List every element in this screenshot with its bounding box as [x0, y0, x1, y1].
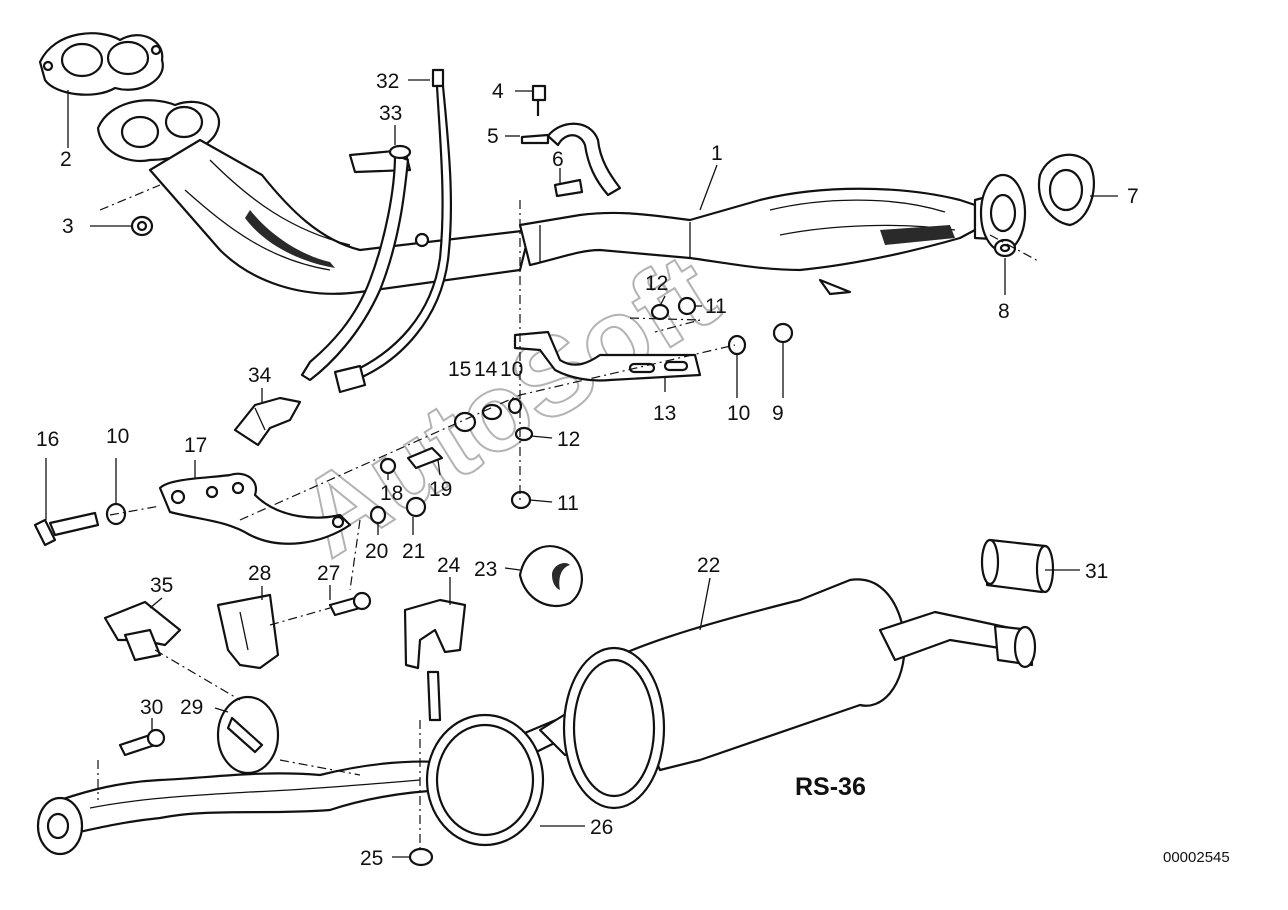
callout-33: 33: [379, 102, 402, 125]
bolt-16: [33, 502, 127, 547]
callout-20: 20: [365, 540, 388, 563]
callout-3: 3: [62, 215, 74, 238]
callout-23: 23: [474, 558, 497, 581]
callout-15: 15: [448, 358, 471, 381]
callout-11-lower: 11: [557, 492, 579, 515]
callout-26: 26: [590, 816, 613, 839]
callout-2: 2: [60, 148, 72, 171]
callout-10-left: 10: [106, 425, 129, 448]
callout-6: 6: [552, 148, 564, 171]
callout-18: 18: [380, 482, 403, 505]
callout-32: 32: [376, 70, 399, 93]
bolt-27: [328, 591, 372, 617]
callout-10-mid: 10: [500, 358, 523, 381]
assembly-lines: [97, 184, 1041, 850]
rubber-mount-23: [518, 545, 584, 608]
callout-29: 29: [180, 696, 203, 719]
fasteners-18-21: [369, 446, 444, 525]
nut-25: [408, 847, 434, 867]
callout-35: 35: [150, 574, 173, 597]
rubber-ring-29: [216, 695, 280, 775]
callout-10-right: 10: [727, 402, 750, 425]
sleeve-31: [980, 538, 1055, 594]
muffler-22: [538, 578, 1037, 810]
callout-19: 19: [429, 478, 452, 501]
callout-8: 8: [998, 300, 1010, 323]
callout-14: 14: [474, 358, 498, 381]
bracket-13: [513, 330, 702, 382]
gasket-2: [38, 32, 164, 96]
callout-31: 31: [1085, 560, 1108, 583]
callout-12-upper: 12: [645, 272, 668, 295]
callout-25: 25: [360, 847, 383, 870]
callout-9: 9: [772, 402, 784, 425]
hanger-bracket-upper: [520, 84, 622, 198]
callout-5: 5: [487, 125, 499, 148]
oxygen-sensor-32: [333, 68, 453, 394]
heat-shield-34: [233, 396, 302, 447]
callout-34: 34: [248, 364, 272, 387]
bolt-30: [118, 728, 166, 757]
callout-21: 21: [402, 540, 425, 563]
callout-17: 17: [184, 434, 207, 457]
nut-3: [130, 215, 154, 237]
callout-labels: 1 2 3 4 5 6 7 8 9 10 10 10 11 11 12 12 1…: [36, 70, 1139, 870]
callout-7: 7: [1127, 185, 1139, 208]
callout-24: 24: [437, 554, 461, 577]
nut-8: [993, 238, 1017, 258]
document-number: 00002545: [1163, 849, 1230, 866]
callout-1: 1: [711, 142, 723, 165]
callout-22: 22: [697, 554, 720, 577]
bracket-35: [103, 600, 182, 662]
callout-13: 13: [653, 402, 676, 425]
callout-11-upper: 11: [705, 295, 727, 318]
flange-gasket-7: [1037, 153, 1095, 227]
clamp-28: [216, 593, 280, 670]
callout-16: 16: [36, 428, 59, 451]
catalytic-converter-pipe: [518, 173, 1027, 296]
front-pipe: [96, 99, 532, 295]
mounting-bracket-17: [158, 472, 352, 545]
callout-12-lower: 12: [557, 428, 580, 451]
callout-30: 30: [140, 696, 163, 719]
diagram-code: RS-36: [795, 773, 866, 801]
tube-33: [300, 144, 412, 382]
hanger-24: [403, 598, 467, 722]
callout-27: 27: [317, 562, 340, 585]
callout-4: 4: [492, 80, 504, 103]
band-clamp-26: [425, 713, 545, 847]
callout-28: 28: [248, 562, 271, 585]
leader-lines: [45, 79, 1118, 858]
